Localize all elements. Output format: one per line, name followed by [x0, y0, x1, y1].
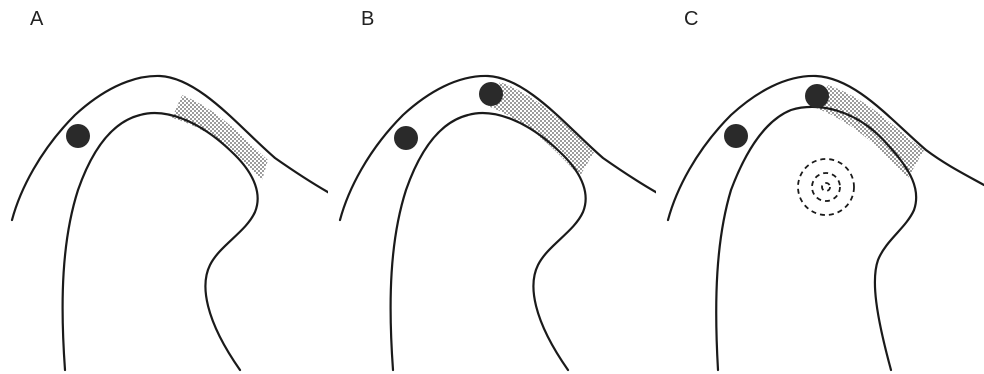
- lower-dot: [66, 124, 90, 148]
- panel-b: B: [328, 0, 656, 374]
- target-ring-inner: [822, 183, 830, 191]
- panel-a: A: [0, 0, 328, 374]
- inner-contour: [63, 113, 258, 370]
- diagram-c: [656, 0, 984, 374]
- upper-dot: [479, 82, 503, 106]
- upper-dot: [805, 84, 829, 108]
- diagram-a: [0, 0, 328, 374]
- diagram-b: [328, 0, 656, 374]
- target-rings: [798, 159, 854, 215]
- lower-dot: [724, 124, 748, 148]
- stippled-band: [488, 82, 594, 176]
- lower-dot: [394, 126, 418, 150]
- outer-contour: [12, 76, 328, 220]
- target-ring-outer: [798, 159, 854, 215]
- target-ring-middle: [812, 173, 840, 201]
- panel-c: C: [656, 0, 984, 374]
